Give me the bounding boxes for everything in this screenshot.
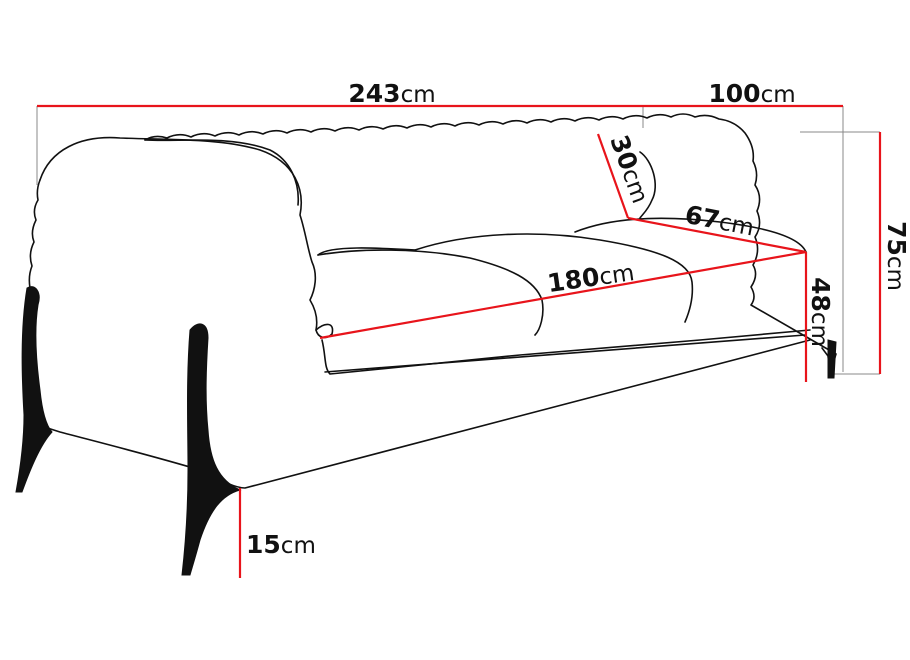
total-width-unit: cm [401, 82, 436, 108]
sofa-front-base-top [324, 334, 806, 373]
label-seat-height: 48cm [806, 277, 835, 347]
dimension-labels: 243cm 100cm 75cm 30cm 67cm 180cm 48cm 15… [246, 79, 910, 559]
label-backrest: 30cm [604, 131, 655, 207]
total-height-value: 75 [882, 221, 910, 256]
seat-depth-value: 67 [683, 200, 723, 235]
seat-height-value: 48 [806, 277, 835, 312]
seat-height-unit: cm [806, 312, 832, 347]
sofa-front-leg [181, 323, 242, 576]
sofa-seat-front [321, 329, 811, 375]
sofa-right-back-leg [827, 339, 837, 379]
leg-height-unit: cm [281, 533, 316, 559]
label-seat-depth: 67cm [683, 200, 757, 242]
seat-width-unit: cm [598, 260, 636, 291]
label-leg-height: 15cm [246, 530, 316, 559]
dim-line-seat-depth [627, 216, 807, 254]
seat-cushion-right [574, 217, 807, 253]
total-height-unit: cm [882, 256, 908, 291]
dim-line-seat-width [319, 250, 807, 340]
label-seat-width: 180cm [546, 257, 636, 298]
sofa-arm-scroll [315, 323, 334, 339]
depth-value: 100 [708, 79, 760, 108]
total-width-value: 243 [348, 79, 400, 108]
seat-cushion-middle [414, 233, 694, 323]
label-total-width: 243cm [348, 79, 435, 108]
dimension-lines [37, 104, 882, 578]
dim-line-backrest [596, 133, 630, 219]
sofa-back-fold [639, 151, 656, 219]
sofa-left-arm-inner [144, 139, 300, 206]
leg-height-value: 15 [246, 530, 281, 559]
sofa-front-base [37, 339, 811, 489]
label-total-height: 75cm [882, 221, 910, 291]
sofa-left-arm-side [28, 179, 41, 289]
sofa-left-arm [39, 136, 318, 331]
seat-cushion-top [317, 247, 416, 256]
sofa-left-leg [15, 286, 53, 493]
depth-unit: cm [761, 82, 796, 108]
sofa-back-top [144, 113, 837, 375]
sofa-drawing [15, 106, 880, 576]
seat-width-value: 180 [546, 262, 602, 298]
label-depth: 100cm [708, 79, 795, 108]
seat-cushion-left [317, 249, 544, 336]
